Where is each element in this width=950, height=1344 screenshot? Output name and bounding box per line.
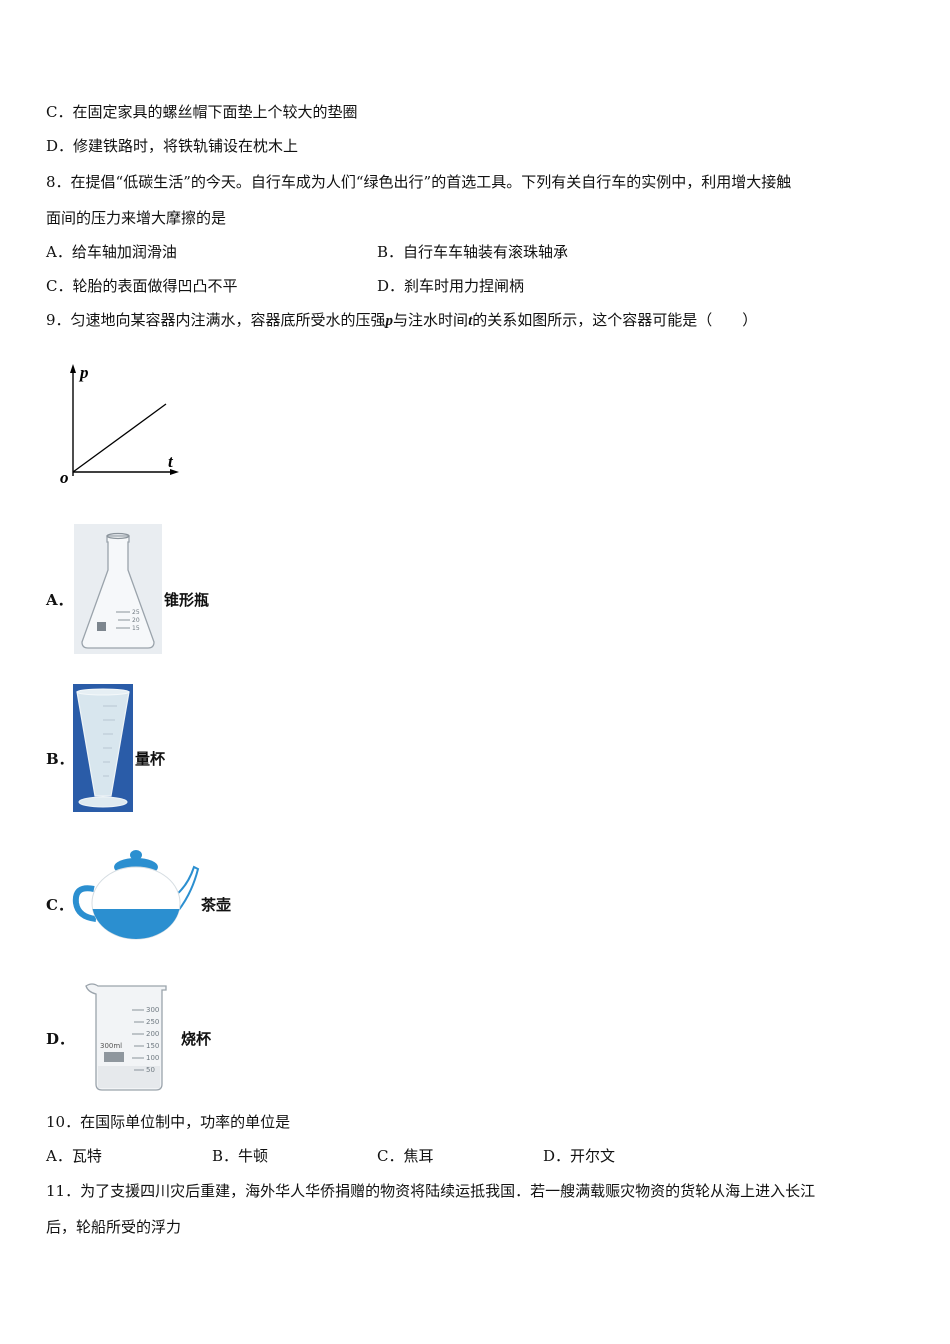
q9-stem-part-b: 与注水时间 [393,311,469,329]
flask-mark-20: 20 [132,617,140,624]
flask-mark-15: 15 [132,625,140,632]
data-line [72,403,167,473]
y-axis-arrow [70,364,76,373]
measuring-cup-image [73,684,133,812]
q9-stem-part-a: 9．匀速地向某容器内注满水，容器底所受水的压强 [46,311,386,329]
teapot-handle [72,885,97,922]
q10-option-a: A．瓦特 [46,1147,102,1165]
conical-flask-image: 25 20 15 [74,524,162,654]
teapot-knob [130,850,142,860]
x-axis-arrow [170,469,179,475]
q11-stem-line1: 11．为了支援四川灾后重建，海外华人华侨捐赠的物资将陆续运抵我国．若一艘满载赈灾… [46,1182,816,1200]
beaker-mark-100: 100 [146,1054,159,1062]
q9-option-d-letter: D． [46,1030,75,1048]
q9-stem: 9．匀速地向某容器内注满水，容器底所受水的压强p与注水时间t的关系如图所示，这个… [46,310,757,331]
q8-option-d: D．刹车时用力捏闸柄 [377,277,525,295]
q8-option-a: A．给车轴加润滑油 [46,243,177,261]
beaker-mark-50: 50 [146,1066,155,1074]
beaker-graduations [132,1009,144,1071]
q9-option-d-caption: 烧杯 [181,1030,212,1048]
teapot-image [72,850,200,940]
q9-option-b-caption: 量杯 [135,750,166,768]
teapot-blue-band [92,909,180,939]
x-axis-label: t [168,452,174,471]
beaker-mark-300: 300 [146,1006,159,1014]
beaker-image: 300ml 300 250 200 150 100 50 [85,983,167,1091]
q9-var-p: p [385,313,394,329]
flask-rim [106,532,130,540]
beaker-mark-250: 250 [146,1018,159,1026]
q9-option-a-caption: 锥形瓶 [164,591,210,609]
beaker-label-patch [104,1052,124,1062]
q7-option-d: D．修建铁路时，将铁轨铺设在枕木上 [46,137,299,155]
q8-option-c: C．轮胎的表面做得凹凸不平 [46,277,238,295]
cup-rim [76,688,130,696]
q9-stem-part-c: 的关系如图所示，这个容器可能是（ ） [472,311,758,329]
beaker-mark-200: 200 [146,1030,159,1038]
q7-option-c: C．在固定家具的螺丝帽下面垫上个较大的垫圈 [46,103,358,121]
q9-option-a-letter: A． [46,591,73,609]
beaker-volume-label: 300ml [100,1042,122,1050]
beaker-mark-150: 150 [146,1042,159,1050]
q10-option-b: B．牛顿 [212,1147,269,1165]
q9-option-c-letter: C． [46,896,73,914]
q9-var-t: t [468,313,473,329]
q8-stem-line2: 面间的压力来增大摩擦的是 [46,209,227,227]
q8-stem-line1: 8．在提倡“低碳生活”的今天。自行车成为人们“绿色出行”的首选工具。下列有关自行… [46,173,792,191]
q9-option-c-caption: 茶壶 [201,896,232,914]
beaker-body [85,983,167,1091]
teapot-spout [174,865,200,914]
flask-mark-25: 25 [132,609,140,616]
q10-option-c: C．焦耳 [377,1147,434,1165]
flask-body [81,535,155,649]
beaker-water [98,1066,160,1088]
q10-stem: 10．在国际单位制中，功率的单位是 [46,1113,291,1131]
q8-option-b: B．自行车车轴装有滚珠轴承 [377,243,569,261]
q10-option-d: D．开尔文 [543,1147,616,1165]
cup-graduations [103,705,117,777]
y-axis-label: p [78,363,89,382]
cup-base [78,796,128,808]
flask-graduations [116,611,130,629]
pressure-time-graph: p t o [60,363,179,487]
origin-label: o [60,468,69,487]
q9-option-b-letter: B． [46,750,74,768]
flask-logo [97,622,106,631]
q11-stem-line2: 后，轮船所受的浮力 [46,1218,182,1236]
